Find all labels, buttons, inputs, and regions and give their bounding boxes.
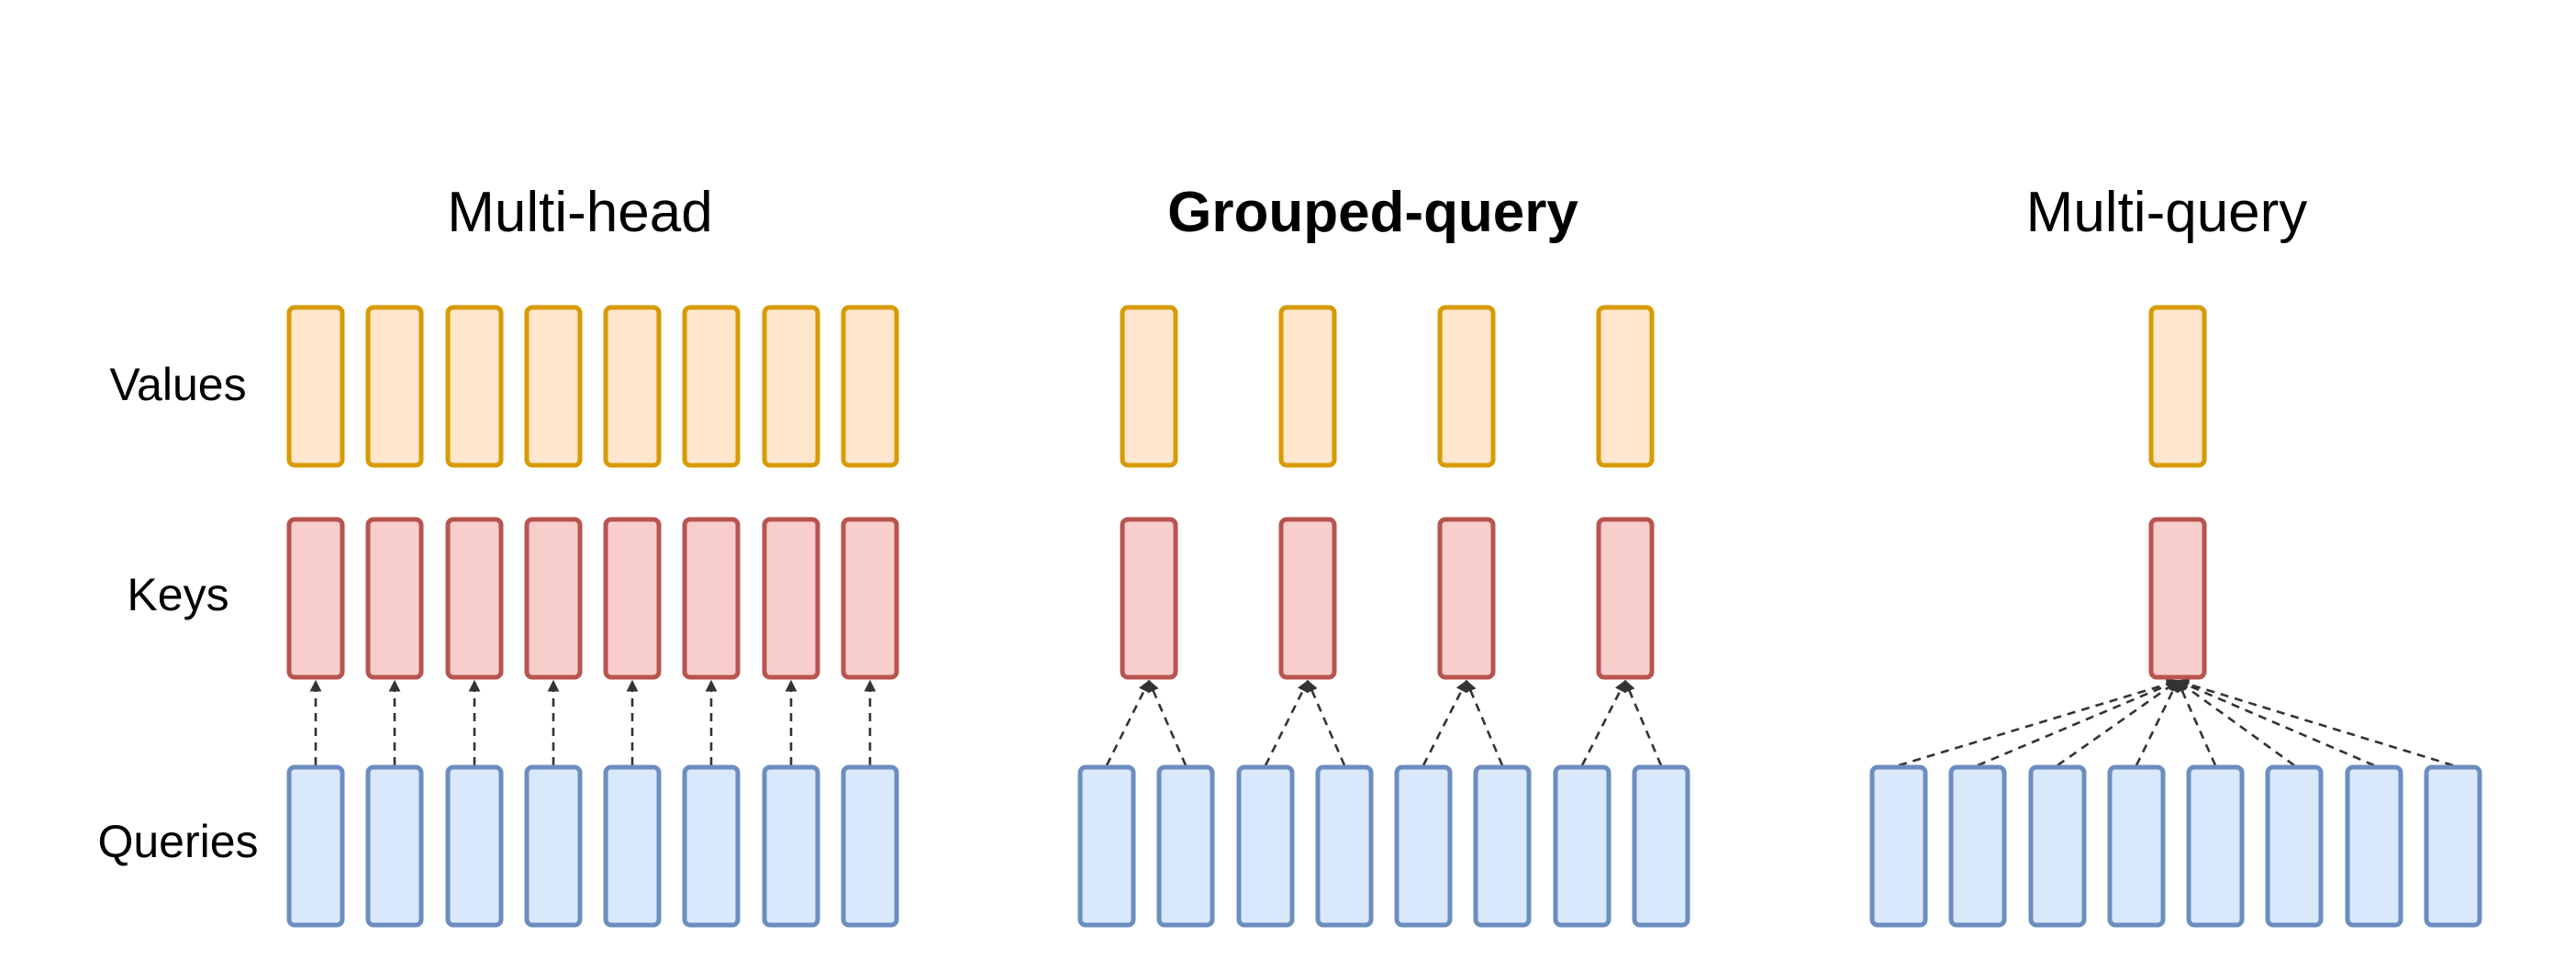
query-key-connector (1465, 679, 1504, 766)
value-head (524, 305, 583, 468)
query-head (841, 764, 899, 928)
query-head (1632, 764, 1690, 928)
panel-title-multi-head: Multi-head (447, 181, 712, 244)
query-head (2265, 764, 2324, 928)
value-head (1596, 305, 1655, 468)
query-head (1553, 764, 1611, 928)
query-key-connector (1580, 679, 1627, 766)
query-head (603, 764, 662, 928)
query-key-connector (1977, 679, 2180, 767)
value-head (603, 305, 662, 468)
key-head (603, 517, 662, 680)
value-head (841, 305, 899, 468)
query-head (2107, 764, 2166, 928)
value-head (445, 305, 504, 468)
row-label-queries: Queries (97, 816, 258, 867)
query-head (1236, 764, 1295, 928)
key-head (1120, 517, 1178, 680)
query-head (1394, 764, 1453, 928)
query-key-connector (1264, 679, 1310, 766)
query-key-connector (2135, 679, 2180, 766)
query-key-connector (1623, 679, 1663, 766)
query-head (286, 764, 345, 928)
key-head (1437, 517, 1496, 680)
key-head (762, 517, 820, 680)
row-label-keys: Keys (127, 569, 229, 620)
query-head (2345, 764, 2403, 928)
value-head (1278, 305, 1337, 468)
key-head (1596, 517, 1655, 680)
query-key-connector (1422, 679, 1468, 766)
query-key-connector (1147, 679, 1188, 766)
panel-multi-head (286, 305, 899, 928)
key-head (286, 517, 345, 680)
query-head (1077, 764, 1136, 928)
query-key-connector (2176, 679, 2375, 767)
key-head (445, 517, 504, 680)
query-head (682, 764, 741, 928)
panel-title-grouped-query: Grouped-query (1167, 181, 1578, 244)
value-head (682, 305, 741, 468)
query-head (445, 764, 504, 928)
query-head (524, 764, 583, 928)
value-head (365, 305, 424, 468)
value-head (286, 305, 345, 468)
key-head (365, 517, 424, 680)
query-head (2424, 764, 2482, 928)
query-key-connector (1105, 679, 1151, 766)
key-head (524, 517, 583, 680)
query-key-connector (2176, 679, 2295, 767)
panel-multi-query (1869, 305, 2482, 928)
query-key-connector (2176, 679, 2217, 766)
value-head (2148, 305, 2207, 468)
value-head (1120, 305, 1178, 468)
panel-grouped-query (1077, 305, 1690, 928)
query-head (2028, 764, 2087, 928)
value-head (1437, 305, 1496, 468)
query-head (1473, 764, 1532, 928)
key-head (841, 517, 899, 680)
query-key-connector (2176, 678, 2454, 767)
query-head (2186, 764, 2245, 928)
query-head (1869, 764, 1928, 928)
query-head (762, 764, 820, 928)
query-key-connector (1898, 678, 2180, 767)
value-head (762, 305, 820, 468)
query-head (1948, 764, 2007, 928)
row-label-values: Values (109, 359, 246, 410)
key-head (2148, 517, 2207, 680)
query-key-connector (1306, 679, 1346, 766)
key-head (1278, 517, 1337, 680)
query-key-connector (2057, 679, 2180, 767)
panel-title-multi-query: Multi-query (2026, 181, 2308, 244)
key-head (682, 517, 741, 680)
query-head (1315, 764, 1374, 928)
query-head (1156, 764, 1215, 928)
query-head (365, 764, 424, 928)
